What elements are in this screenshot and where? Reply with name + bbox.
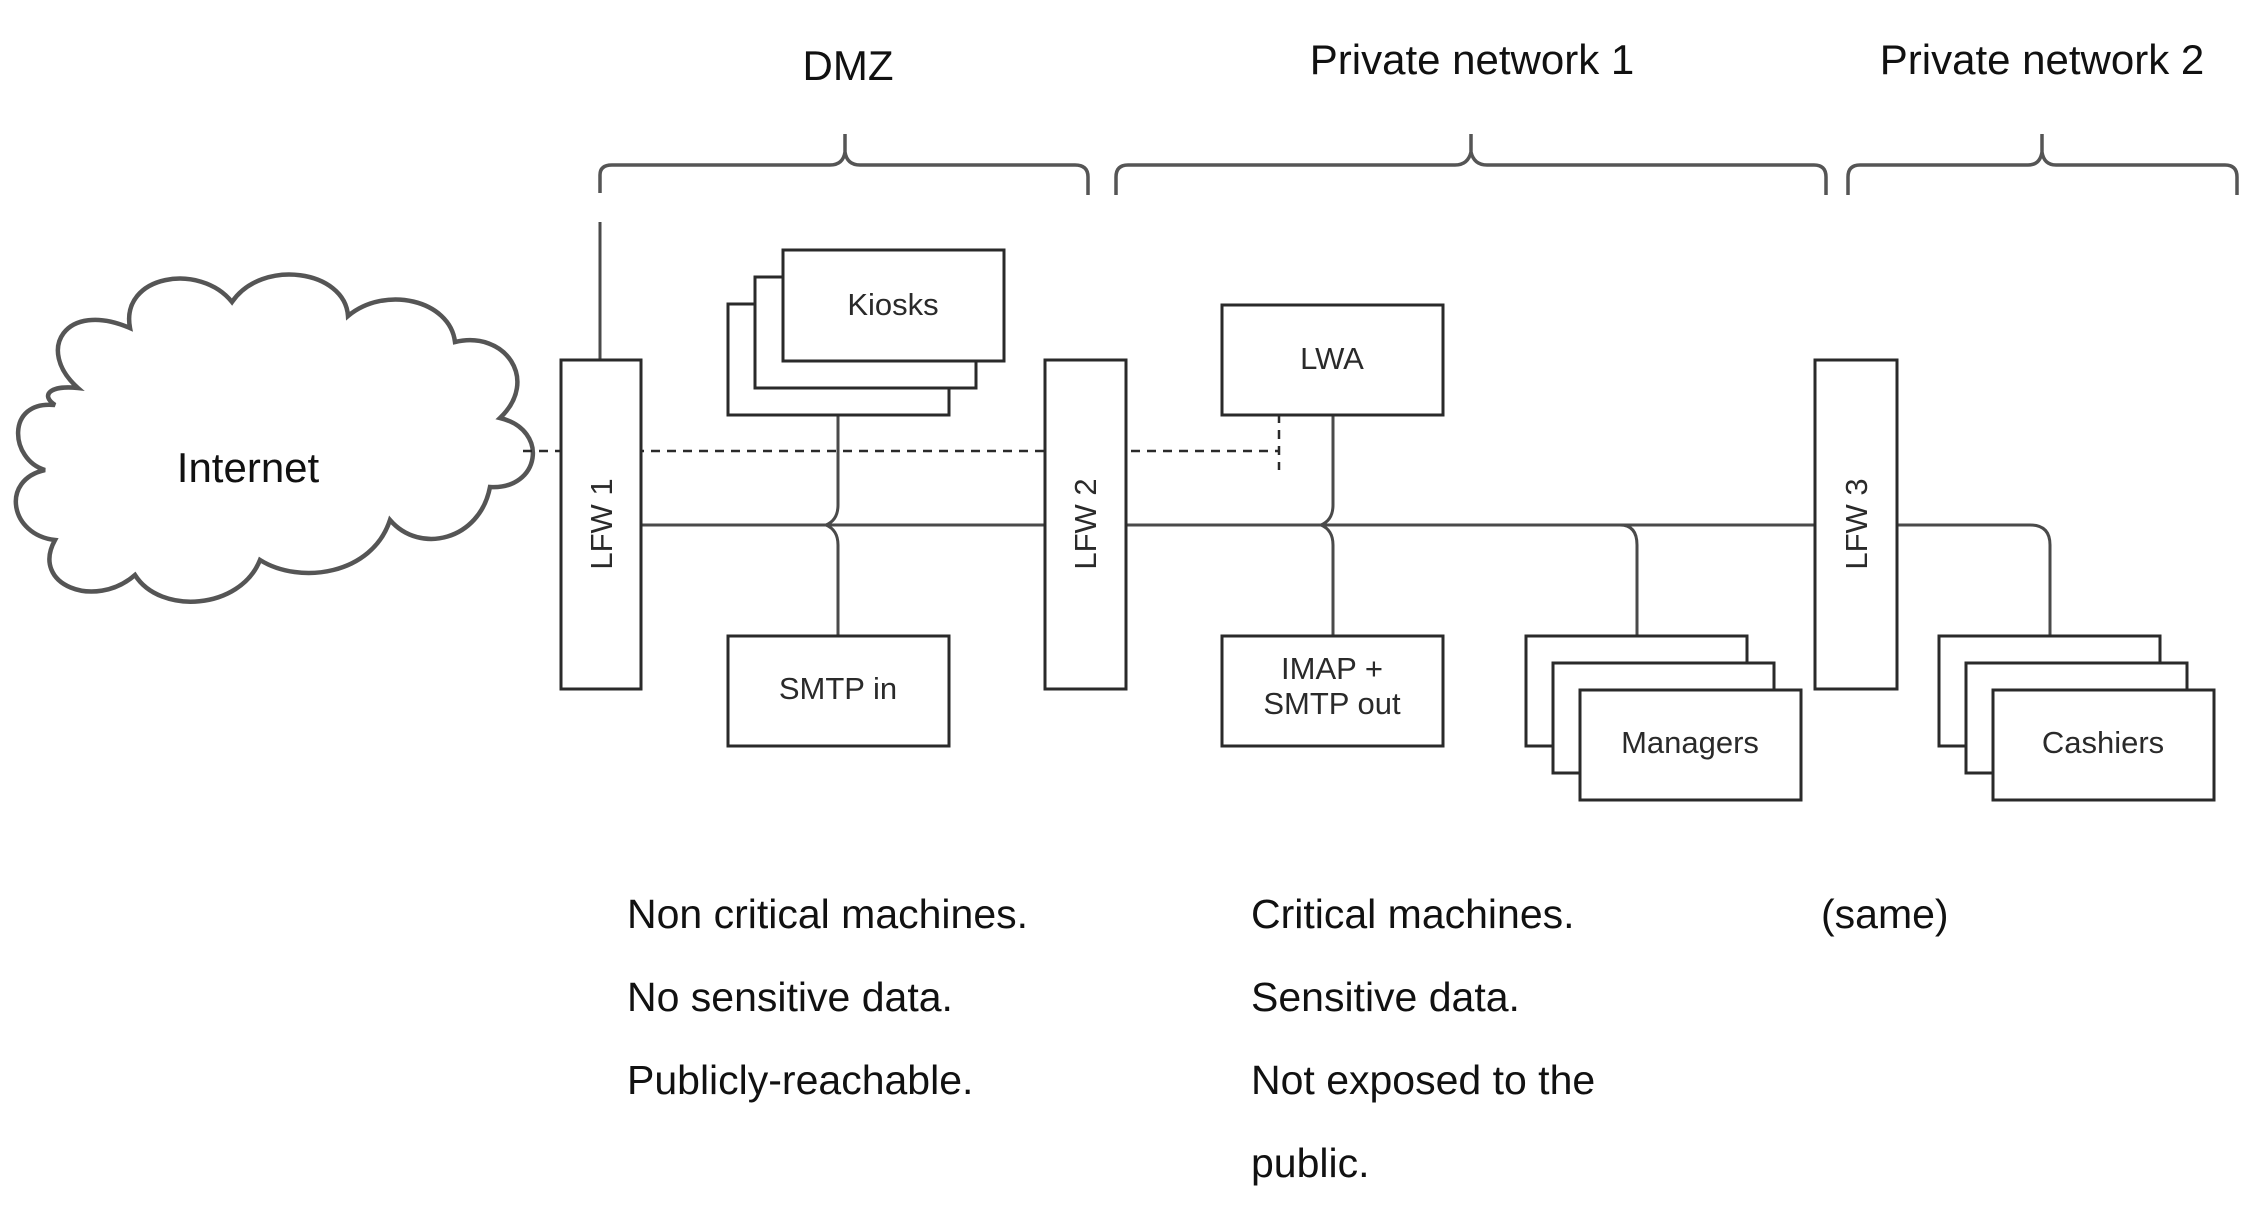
kiosks-box xyxy=(781,248,1006,363)
lwa-label: LWA xyxy=(1300,341,1364,376)
firewall-lfw1 xyxy=(559,358,643,691)
notes-dmz: Non critical machines. No sensitive data… xyxy=(627,873,1028,1122)
note-dmz-line: Publicly-reachable. xyxy=(627,1057,974,1103)
link-kiosks-smtp xyxy=(822,415,840,636)
link-lwa-imap xyxy=(1317,415,1335,636)
note-private2-line: (same) xyxy=(1821,891,1949,937)
firewall-lfw1-label: LFW 1 xyxy=(584,478,619,569)
smtp-in-box xyxy=(726,634,951,748)
firewall-lfw3 xyxy=(1813,358,1899,691)
internet-cloud xyxy=(13,272,536,604)
brace-private-network-1 xyxy=(1114,134,1828,195)
note-dmz-line: Non critical machines. xyxy=(627,891,1029,937)
brace-private-network-2 xyxy=(1846,134,2239,195)
cashiers-label: Cashiers xyxy=(2042,725,2164,760)
notes-private-network-1: Critical machines. Sensitive data. Not e… xyxy=(1251,873,1595,1205)
imap-smtp-out-box xyxy=(1220,634,1445,748)
imap-label-line2: SMTP out xyxy=(1263,686,1401,721)
note-private1-line: Not exposed to the xyxy=(1251,1057,1596,1103)
note-private1-line: Sensitive data. xyxy=(1251,974,1520,1020)
kiosks-label: Kiosks xyxy=(847,287,938,322)
firewall-lfw2-label: LFW 2 xyxy=(1068,478,1103,569)
lwa-box xyxy=(1220,303,1445,417)
note-private1-line: Critical machines. xyxy=(1251,891,1575,937)
note-dmz-line: No sensitive data. xyxy=(627,974,953,1020)
cashiers-box xyxy=(1991,688,2216,802)
smtp-in-label: SMTP in xyxy=(779,671,897,706)
bus-private-2 xyxy=(1897,523,2052,636)
note-private1-line: public. xyxy=(1251,1140,1370,1186)
firewall-lfw3-label: LFW 3 xyxy=(1839,478,1874,569)
brace-dmz xyxy=(598,134,1090,195)
managers-label: Managers xyxy=(1621,725,1759,760)
link-managers xyxy=(1619,523,1639,636)
imap-label-line1: IMAP + xyxy=(1281,651,1383,686)
zone-label-dmz: DMZ xyxy=(803,42,894,89)
managers-box xyxy=(1578,688,1803,802)
dashed-link-internet-lwa xyxy=(523,414,1281,470)
zone-label-private-network-2: Private network 2 xyxy=(1880,36,2204,83)
notes-private-network-2: (same) xyxy=(1821,873,1949,956)
internet-label: Internet xyxy=(177,444,320,491)
zone-label-private-network-1: Private network 1 xyxy=(1310,36,1634,83)
firewall-lfw2 xyxy=(1043,358,1128,691)
